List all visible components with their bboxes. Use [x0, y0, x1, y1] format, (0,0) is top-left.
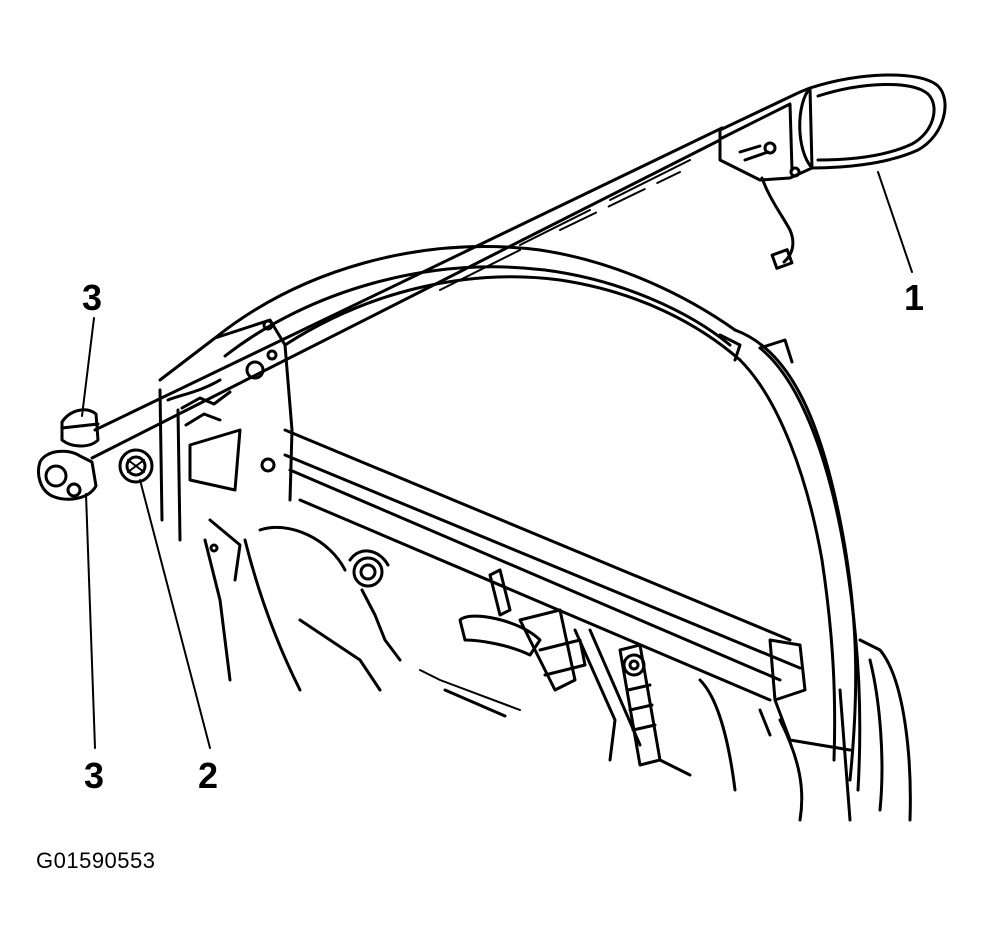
- leader-2: [139, 479, 211, 749]
- lower-clip: [37, 449, 98, 501]
- mirror-base: [718, 86, 814, 182]
- callout-leaders: [81, 171, 913, 749]
- sail-panel: [158, 318, 294, 542]
- callout-3-top: 3: [82, 277, 103, 318]
- window-frame: [213, 245, 862, 792]
- trim-panel-clips: [37, 408, 100, 501]
- door-handle-bracket: [458, 568, 642, 762]
- door-shell: [698, 638, 912, 822]
- mirror-glass-housing: [798, 73, 947, 170]
- window-motor: [348, 549, 402, 662]
- leader-3-bottom: [85, 493, 96, 749]
- door-inner-panel: [203, 518, 521, 718]
- callout-2: 2: [198, 755, 219, 796]
- figure-id: G01590553: [36, 848, 156, 873]
- mirror-assembly: [718, 73, 947, 270]
- callout-3-bottom: 3: [84, 755, 105, 796]
- upper-clip: [60, 408, 100, 448]
- leader-1: [877, 171, 913, 273]
- mirror-support-rail: [90, 126, 724, 460]
- regulator-channel: [618, 643, 692, 777]
- leader-3-top: [81, 317, 95, 417]
- mounting-screw: [118, 448, 154, 484]
- door-beltline: [283, 428, 852, 752]
- callout-1: 1: [904, 277, 925, 318]
